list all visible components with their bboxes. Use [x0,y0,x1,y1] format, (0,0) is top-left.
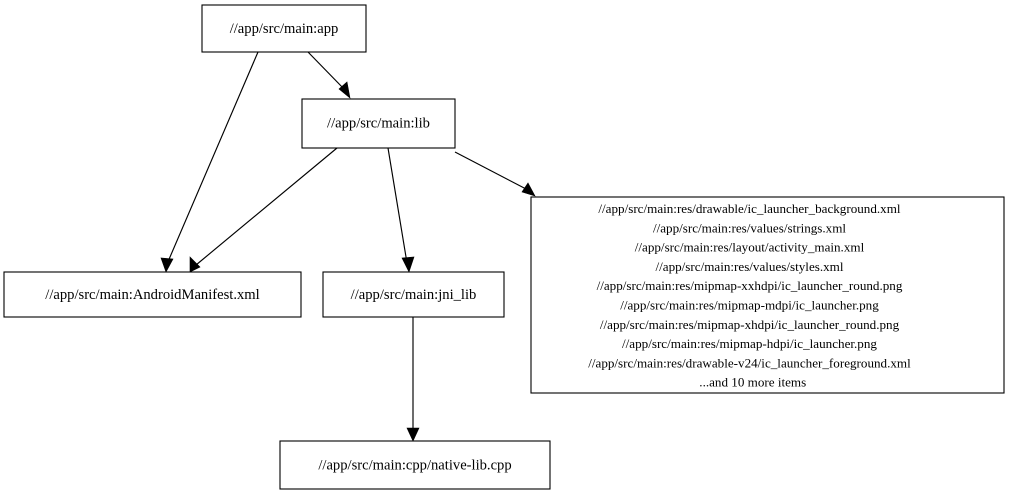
node-box-jni-lib[interactable] [322,271,505,318]
res-line-2: //app/src/main:res/values/strings.xml [653,220,846,235]
edge-lib-to-res-group [454,151,536,197]
res-line-8: //app/src/main:res/mipmap-hdpi/ic_launch… [622,336,877,351]
arrowhead-app-manifest [160,257,174,273]
node-res-group[interactable]: //app/src/main:res/drawable/ic_launcher_… [530,196,1005,394]
edge-app-to-androidmanifest [160,51,259,273]
edge-app-to-lib [307,51,351,99]
edge-lib-to-jni-lib [387,147,415,273]
res-line-7: //app/src/main:res/mipmap-xhdpi/ic_launc… [600,317,900,332]
node-box-res-group[interactable] [530,196,1005,394]
node-box-native-lib-cpp[interactable] [279,440,551,490]
edge-line-app-lib [307,51,346,91]
res-line-5: //app/src/main:res/mipmap-xxhdpi/ic_laun… [597,278,903,293]
node-label-lib: //app/src/main:lib [327,115,430,131]
edge-line-lib-jni [387,147,408,264]
edge-jni-lib-to-native-lib [406,317,420,442]
arrowhead-app-lib [338,81,351,99]
edges-layer [160,51,536,442]
edge-lib-to-androidmanifest [189,147,338,273]
node-lib[interactable]: //app/src/main:lib [301,98,456,149]
node-androidmanifest[interactable]: //app/src/main:AndroidManifest.xml [3,271,302,318]
res-line-3: //app/src/main:res/layout/activity_main.… [635,240,865,255]
res-line-4: //app/src/main:res/values/styles.xml [655,259,843,274]
arrowhead-lib-manifest [189,256,201,273]
node-box-androidmanifest[interactable] [3,271,302,318]
node-jni-lib[interactable]: //app/src/main:jni_lib [322,271,505,318]
edge-line-app-manifest [166,51,259,265]
edge-line-lib-res [454,151,529,191]
node-label-jni-lib: //app/src/main:jni_lib [351,287,477,303]
node-native-lib-cpp[interactable]: //app/src/main:cpp/native-lib.cpp [279,440,551,490]
node-box-app[interactable] [201,4,367,53]
node-box-lib[interactable] [301,98,456,149]
res-line-10: ...and 10 more items [699,375,806,390]
res-line-6: //app/src/main:res/mipmap-mdpi/ic_launch… [620,298,879,313]
node-label-app: //app/src/main:app [230,21,339,37]
arrowhead-jni-native [406,427,420,442]
node-label-androidmanifest: //app/src/main:AndroidManifest.xml [45,287,259,303]
arrowhead-lib-res [521,182,536,197]
node-label-res-group: //app/src/main:res/drawable/ic_launcher_… [588,201,947,390]
arrowhead-lib-jni [401,256,415,273]
edge-line-lib-manifest [195,147,338,266]
res-line-1: //app/src/main:res/drawable/ic_launcher_… [598,201,901,216]
nodes-layer: //app/src/main:app //app/src/main:lib //… [3,4,1005,490]
node-label-native-lib-cpp: //app/src/main:cpp/native-lib.cpp [318,457,511,473]
res-line-9: //app/src/main:res/drawable-v24/ic_launc… [588,355,911,370]
node-app[interactable]: //app/src/main:app [201,4,367,53]
